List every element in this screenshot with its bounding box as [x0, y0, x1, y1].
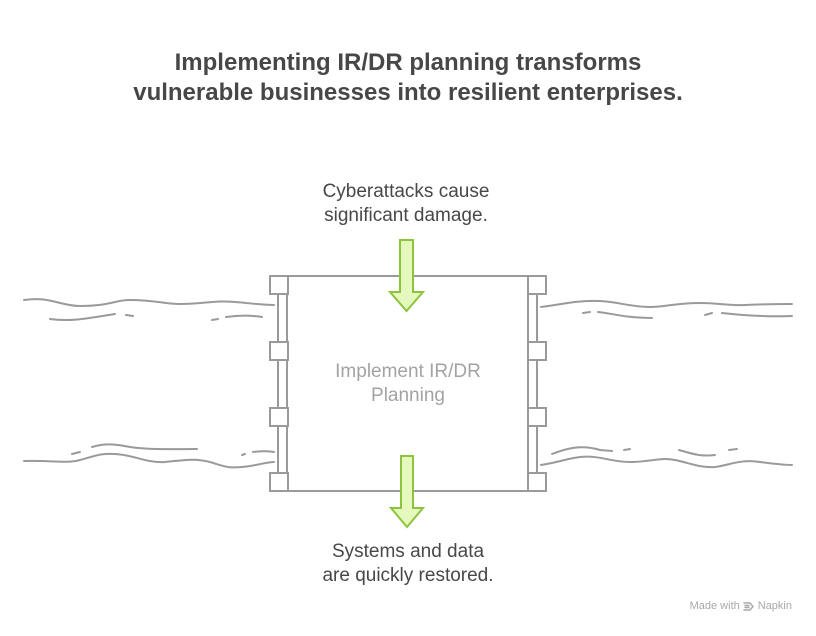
gate-block [527, 407, 547, 427]
water-wave [582, 311, 591, 314]
gate-block [527, 275, 547, 295]
gate-block [269, 341, 289, 361]
water-wave [125, 314, 134, 317]
water-lines-left [23, 298, 275, 469]
gate-block [527, 472, 547, 492]
water-wave [71, 451, 81, 455]
water-wave [551, 446, 613, 455]
diagram-title: Implementing IR/DR planning transforms v… [0, 48, 816, 108]
input-label: Cyberattacks cause significant damage. [256, 180, 556, 228]
gate-block [269, 407, 289, 427]
water-wave [678, 449, 716, 457]
process-label-line-1: Implement IR/DR [335, 361, 481, 382]
output-label-line-2: are quickly restored. [322, 565, 494, 586]
water-wave [623, 448, 631, 451]
napkin-watermark[interactable]: Made with Napkin [690, 600, 792, 612]
water-wave [225, 314, 263, 318]
lock-chamber [269, 275, 547, 492]
water-wave [241, 453, 246, 456]
gate-block [527, 341, 547, 361]
process-label-line-2: Planning [371, 385, 445, 406]
water-wave [704, 312, 713, 316]
output-label-line-1: Systems and data [331, 541, 485, 562]
left-gate [277, 292, 288, 474]
title-line-2: vulnerable businesses into resilient ent… [133, 79, 683, 106]
water-wave [721, 312, 793, 318]
water-wave [252, 450, 275, 453]
title-line-1: Implementing IR/DR planning transforms [174, 49, 642, 76]
output-arrow-icon [388, 455, 426, 529]
water-wave [23, 452, 275, 469]
water-wave [91, 443, 198, 451]
water-wave [540, 299, 793, 309]
water-wave [728, 448, 738, 451]
input-label-line-2: significant damage. [324, 205, 488, 226]
gate-block [269, 472, 289, 492]
watermark-prefix: Made with [689, 600, 740, 612]
input-arrow-icon [387, 239, 426, 313]
water-lines-right [540, 299, 793, 469]
water-wave [49, 313, 116, 322]
output-label: Systems and data are quickly restored. [258, 540, 558, 588]
water-wave [23, 298, 275, 308]
process-label: Implement IR/DR Planning [288, 360, 528, 408]
gate-block [269, 275, 289, 295]
water-wave [211, 318, 219, 321]
right-gate [527, 292, 538, 474]
watermark-brand: Napkin [757, 600, 792, 612]
napkin-logo-icon [743, 601, 754, 611]
input-label-line-1: Cyberattacks cause [322, 181, 490, 202]
water-wave [597, 311, 653, 319]
water-wave [540, 455, 793, 469]
